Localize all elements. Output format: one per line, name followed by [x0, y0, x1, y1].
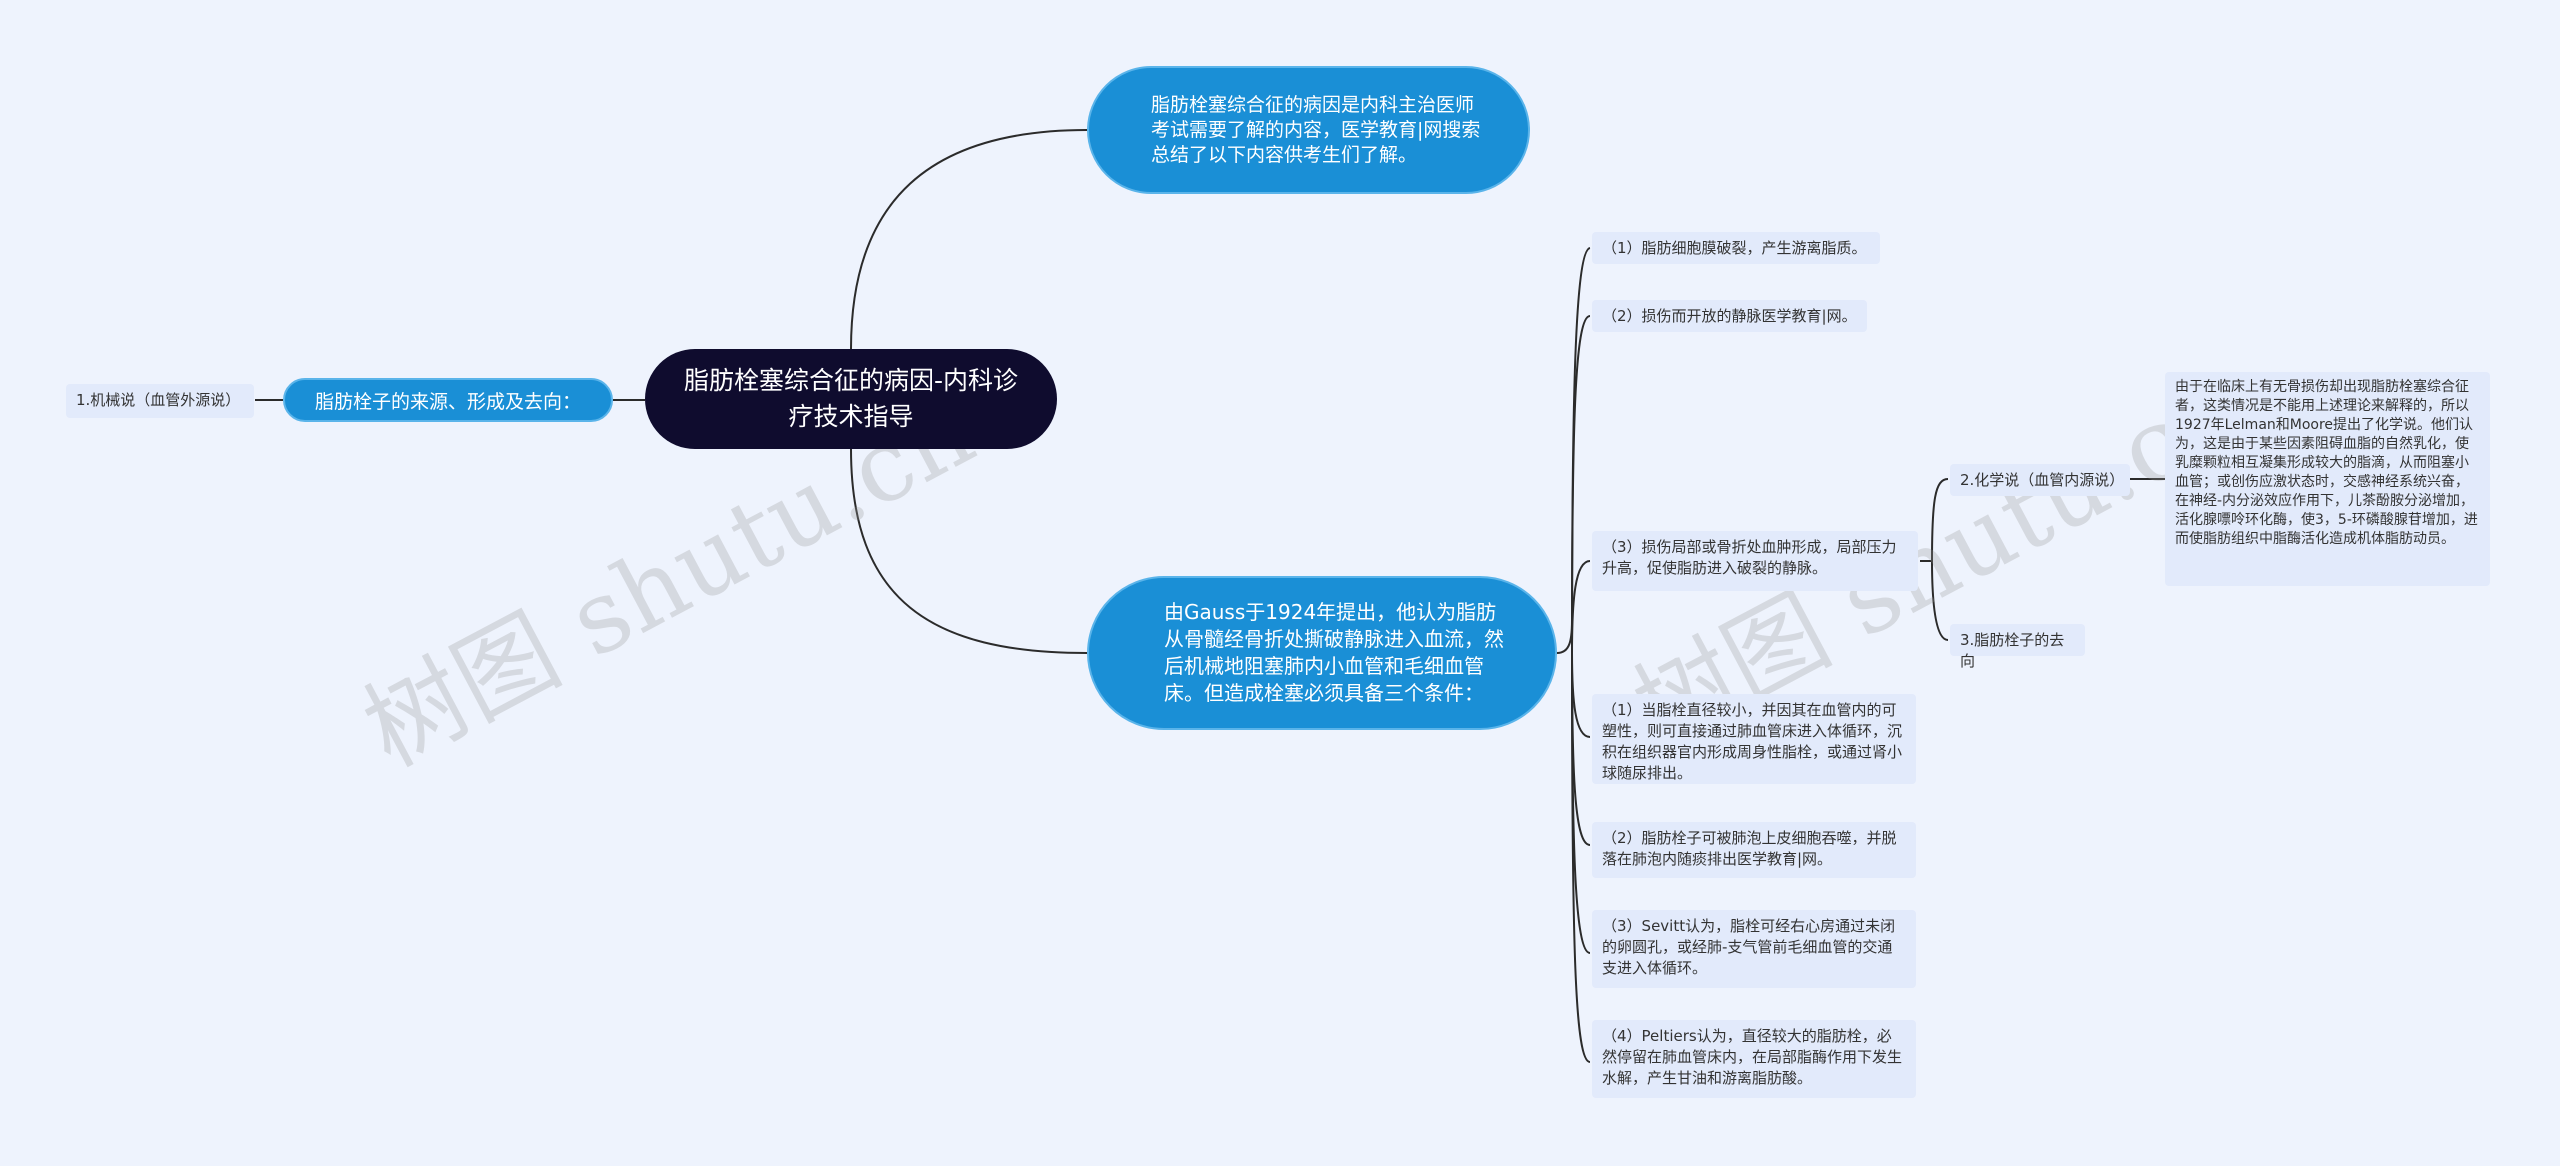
list-item[interactable]: （4）Peltiers认为，直径较大的脂肪栓，必然停留在肺血管床内，在局部脂酶作… [1592, 1020, 1916, 1098]
mechanical-theory-node[interactable]: 1.机械说（血管外源说） [66, 384, 254, 418]
embolus-fate-label: 3.脂肪栓子的去向 [1960, 631, 2065, 670]
list-item[interactable]: （2）脂肪栓子可被肺泡上皮细胞吞噬，并脱落在肺泡内随痰排出医学教育|网。 [1592, 822, 1916, 878]
link-root-intro [850, 129, 1088, 350]
embolus-fate-node[interactable]: 3.脂肪栓子的去向 [1950, 624, 2085, 670]
intro-node[interactable]: 脂肪栓塞综合征的病因是内科主治医师考试需要了解的内容，医学教育|网搜索总结了以下… [1087, 66, 1530, 194]
source-formation-label: 脂肪栓子的来源、形成及去向： [314, 390, 581, 413]
root-topic-label: 脂肪栓塞综合征的病因-内科诊疗技术指导 [683, 366, 1019, 431]
list-item-text: （2）损伤而开放的静脉医学教育|网。 [1602, 307, 1857, 325]
list-item-text: （4）Peltiers认为，直径较大的脂肪栓，必然停留在肺血管床内，在局部脂酶作… [1602, 1027, 1903, 1087]
list-item[interactable]: （3）Sevitt认为，脂栓可经右心房通过未闭的卵圆孔，或经肺-支气管前毛细血管… [1592, 910, 1916, 988]
link-root-gauss [850, 448, 1088, 654]
chemical-theory-detail[interactable]: 由于在临床上有无骨损伤却出现脂肪栓塞综合征者，这类情况是不能用上述理论来解释的，… [2165, 372, 2490, 586]
list-item[interactable]: （3）损伤局部或骨折处血肿形成，局部压力升高，促使脂肪进入破裂的静脉。 [1592, 531, 1918, 591]
list-item-text: （1）当脂栓直径较小，并因其在血管内的可塑性，则可直接通过肺血管床进入体循环，沉… [1602, 701, 1903, 782]
link-gauss-spine [1556, 619, 1573, 654]
list-item[interactable]: （1）当脂栓直径较小，并因其在血管内的可塑性，则可直接通过肺血管床进入体循环，沉… [1592, 694, 1916, 784]
gauss-theory-text: 由Gauss于1924年提出，他认为脂肪从骨髓经骨折处撕破静脉进入血流，然后机械… [1164, 600, 1504, 705]
list-item-text: （2）脂肪栓子可被肺泡上皮细胞吞噬，并脱落在肺泡内随痰排出医学教育|网。 [1602, 829, 1897, 868]
chemical-theory-label: 2.化学说（血管内源说） [1960, 471, 2125, 489]
list-item-text: （3）损伤局部或骨折处血肿形成，局部压力升高，促使脂肪进入破裂的静脉。 [1602, 538, 1897, 577]
chemical-theory-detail-text: 由于在临床上有无骨损伤却出现脂肪栓塞综合征者，这类情况是不能用上述理论来解释的，… [2175, 379, 2478, 547]
intro-text: 脂肪栓塞综合征的病因是内科主治医师考试需要了解的内容，医学教育|网搜索总结了以下… [1151, 93, 1481, 166]
list-item[interactable]: （2）损伤而开放的静脉医学教育|网。 [1592, 300, 1867, 332]
source-formation-node[interactable]: 脂肪栓子的来源、形成及去向： [283, 378, 613, 422]
mechanical-theory-label: 1.机械说（血管外源说） [76, 391, 241, 409]
root-topic[interactable]: 脂肪栓塞综合征的病因-内科诊疗技术指导 [645, 349, 1057, 449]
gauss-theory-node[interactable]: 由Gauss于1924年提出，他认为脂肪从骨髓经骨折处撕破静脉进入血流，然后机械… [1087, 576, 1557, 730]
list-item-text: （3）Sevitt认为，脂栓可经右心房通过未闭的卵圆孔，或经肺-支气管前毛细血管… [1602, 917, 1896, 977]
chemical-theory-node[interactable]: 2.化学说（血管内源说） [1950, 464, 2130, 496]
list-item[interactable]: （1）脂肪细胞膜破裂，产生游离脂质。 [1592, 232, 1880, 264]
list-item-text: （1）脂肪细胞膜破裂，产生游离脂质。 [1602, 239, 1867, 257]
